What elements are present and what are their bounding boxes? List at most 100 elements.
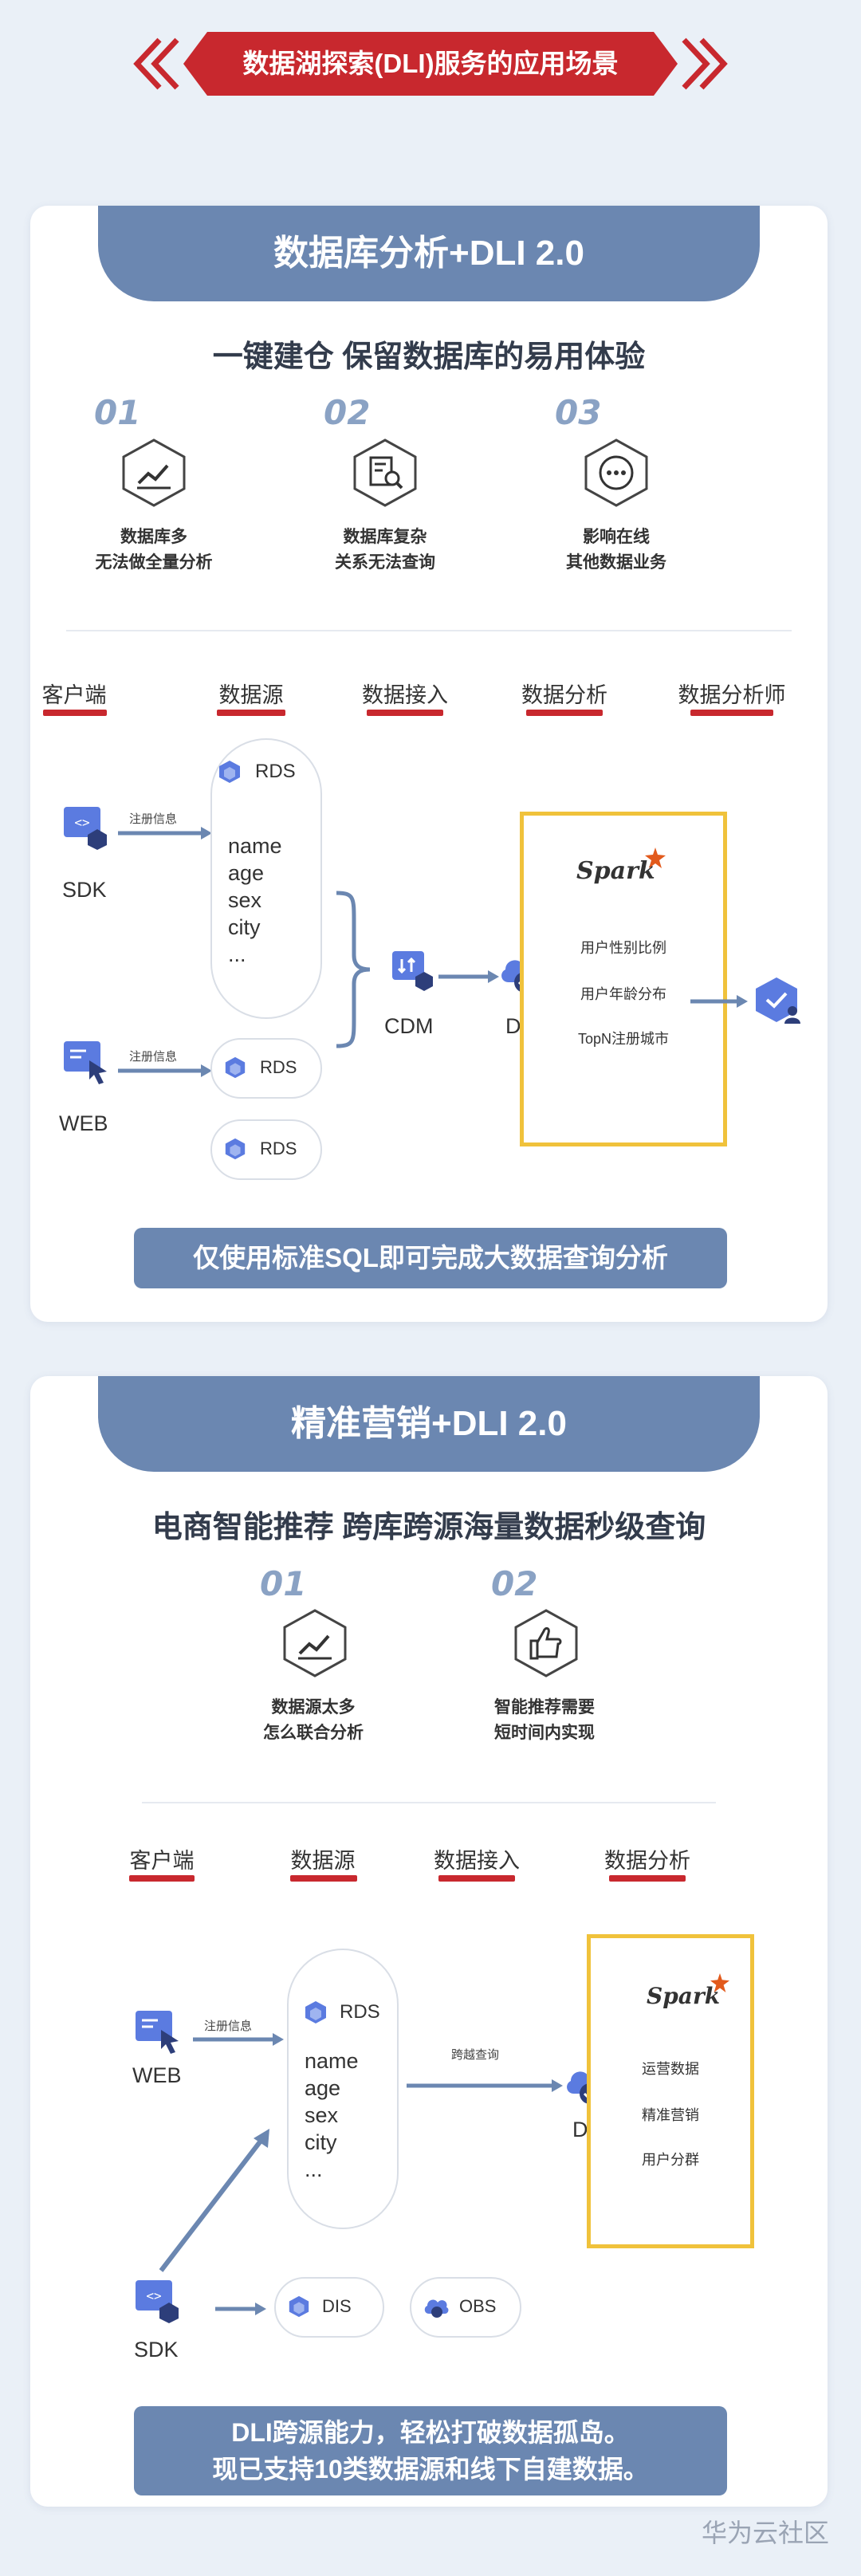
column-underline	[367, 710, 443, 716]
field-name: name	[228, 834, 282, 858]
pain-number: 01	[260, 1564, 307, 1603]
section2-tab: 精准营销+DLI 2.0	[98, 1376, 760, 1472]
rds-icon	[225, 1138, 246, 1160]
arrow-right-icon	[118, 827, 212, 840]
svg-text:<>: <>	[146, 2288, 161, 2303]
field-sex: sex	[228, 888, 262, 912]
rds-field-list: name age sex city ...	[228, 832, 282, 968]
section1-tab: 数据库分析+DLI 2.0	[98, 206, 760, 301]
spark-star-icon	[645, 848, 666, 868]
rds-node: RDS	[210, 1119, 322, 1180]
rds-database-node: RDS name age sex city ...	[210, 738, 322, 1019]
register-label: 注册信息	[204, 2020, 253, 2033]
obs-label: OBS	[459, 2296, 497, 2316]
field-city: city	[228, 915, 261, 939]
arrow-right-icon	[407, 2079, 563, 2092]
analysis-box: Spark 运营数据 精准营销 用户分群	[587, 1934, 754, 2248]
column-head-ingest: 数据接入	[434, 1849, 520, 1873]
analysis-item: 运营数据	[642, 2061, 699, 2077]
column-head-datasource: 数据源	[218, 683, 284, 707]
analysis-item: 用户年龄分布	[580, 986, 666, 1002]
web-label: WEB	[59, 1111, 108, 1135]
field-age: age	[305, 2076, 341, 2100]
header-chevrons-left-icon	[133, 37, 179, 90]
pain-item: 01 数据库多无法做全量分析	[54, 393, 246, 616]
column-underline	[290, 1875, 357, 1882]
sdk-label: SDK	[134, 2338, 179, 2362]
obs-cloud-icon	[424, 2299, 449, 2318]
analysis-box: Spark 用户性别比例 用户年龄分布 TopN注册城市	[520, 812, 727, 1146]
watermark: 华为云社区	[702, 2519, 830, 2547]
thumbs-up-icon	[514, 1609, 578, 1677]
analysis-item: 用户分群	[642, 2152, 699, 2168]
page-header: 数据湖探索(DLI)服务的应用场景	[128, 32, 733, 96]
field-city: city	[305, 2130, 337, 2154]
divider	[142, 1802, 716, 1803]
pain-number: 03	[555, 393, 602, 432]
dis-node: DIS	[274, 2277, 384, 2338]
rds-label: RDS	[260, 1057, 297, 1077]
column-underline	[43, 710, 107, 716]
web-icon	[136, 2011, 179, 2054]
sdk-icon: <>	[136, 2280, 179, 2323]
svg-text:<>: <>	[74, 815, 89, 830]
rds-node: RDS	[210, 1038, 322, 1099]
dis-label: DIS	[322, 2296, 352, 2316]
column-underline	[129, 1875, 195, 1882]
rds-label: RDS	[255, 761, 296, 782]
column-head-analysis: 数据分析	[604, 1849, 690, 1873]
arrow-diagonal-icon	[159, 2129, 269, 2272]
rds-icon	[225, 1056, 246, 1079]
field-name: name	[305, 2049, 359, 2073]
header-chevrons-right-icon	[682, 37, 728, 90]
analysis-item: 精准营销	[642, 2107, 699, 2123]
web-label: WEB	[132, 2063, 182, 2087]
arrow-right-icon	[215, 2303, 266, 2315]
banner-line: DLI跨源能力，轻松打破数据孤岛。	[231, 2418, 630, 2447]
dis-icon	[289, 2295, 309, 2318]
column-underline	[526, 710, 603, 716]
arrow-right-icon	[193, 2033, 284, 2046]
header-banner-shape	[183, 32, 678, 96]
column-underline	[217, 710, 285, 716]
page-title: 数据湖探索(DLI)服务的应用场景	[242, 49, 619, 78]
section2-subtitle: 电商智能推荐 跨库跨源海量数据秒级查询	[151, 1511, 706, 1544]
column-head-analyst: 数据分析师	[678, 683, 786, 707]
pain-text: 数据库复杂关系无法查询	[335, 528, 435, 572]
spark-logo: Spark	[647, 1973, 729, 2009]
pain-item: 01 数据源太多怎么联合分析	[214, 1564, 413, 1787]
rds-database-node: RDS name age sex city ...	[287, 1949, 399, 2229]
sdk-label: SDK	[62, 878, 107, 902]
cdm-icon	[392, 951, 433, 991]
analyst-user-icon	[756, 977, 800, 1024]
pain-text: 影响在线其他数据业务	[566, 528, 666, 572]
sdk-icon: <>	[64, 807, 107, 850]
pain-item: 02 智能推荐需要短时间内实现	[445, 1564, 644, 1787]
register-label: 注册信息	[129, 812, 178, 826]
divider	[66, 630, 792, 631]
column-head-ingest: 数据接入	[362, 683, 448, 707]
register-label: 注册信息	[129, 1050, 178, 1064]
pain-text: 数据源太多怎么联合分析	[263, 1698, 364, 1742]
spark-star-icon	[710, 1973, 729, 1992]
section-precision-marketing: 精准营销+DLI 2.0 电商智能推荐 跨库跨源海量数据秒级查询 01 数据源太…	[30, 1376, 828, 2507]
analysis-item: 用户性别比例	[580, 940, 666, 956]
chart-line-icon	[122, 439, 186, 507]
pain-item: 02 数据库复杂关系无法查询	[285, 393, 477, 616]
column-head-client: 客户端	[129, 1849, 195, 1873]
arrow-right-icon	[118, 1064, 212, 1077]
column-head-client: 客户端	[41, 683, 107, 707]
section1-subtitle: 一键建仓 保留数据库的易用体验	[212, 340, 646, 374]
arrow-right-icon	[690, 995, 748, 1008]
web-icon	[64, 1041, 107, 1084]
field-age: age	[228, 861, 265, 885]
brace-connector	[336, 891, 371, 1048]
document-search-icon	[353, 439, 417, 507]
spark-logo: Spark	[576, 848, 666, 885]
cross-query-label: 跨越查询	[451, 2048, 500, 2062]
column-underline	[609, 1875, 686, 1882]
rds-icon	[305, 2001, 326, 2023]
pain-number: 02	[324, 393, 371, 432]
column-head-datasource: 数据源	[290, 1849, 356, 1873]
rds-field-list: name age sex city ...	[305, 2047, 359, 2183]
